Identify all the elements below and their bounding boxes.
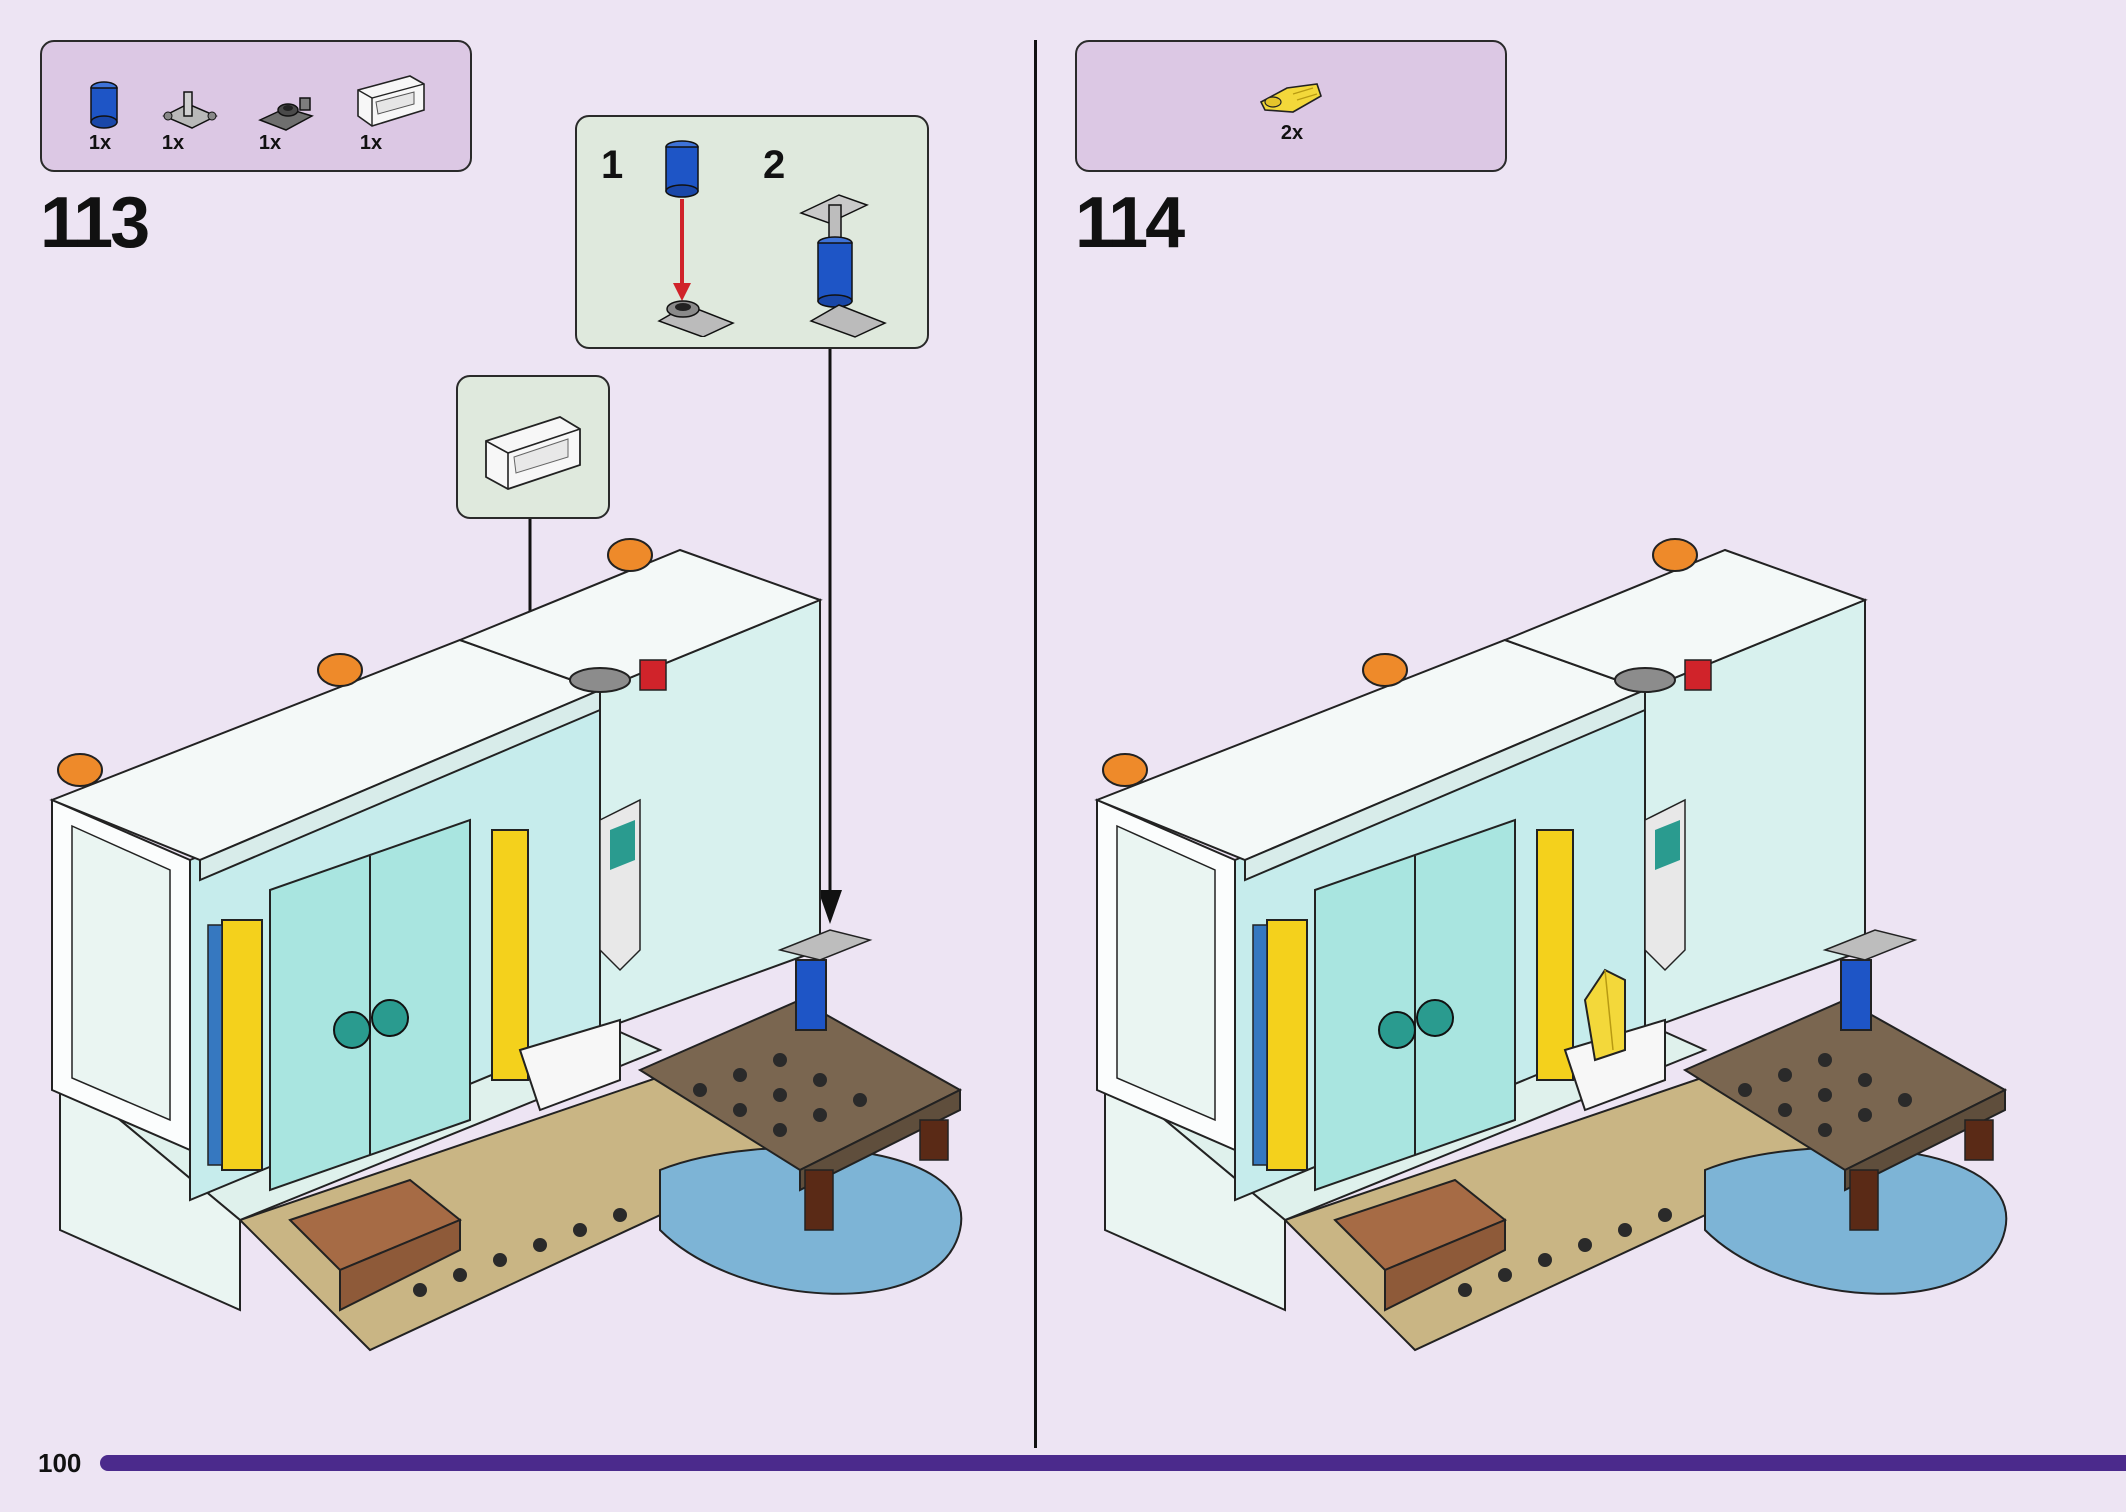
step-number-114: 114: [1075, 183, 1185, 263]
bracket-callout: [456, 375, 610, 519]
part-qty-3: 1x: [258, 132, 282, 154]
gray-bar-connector-icon: [162, 91, 218, 129]
page-progress-bar: [100, 1455, 2126, 1471]
part-qty-1: 1x: [88, 132, 112, 154]
substep-2-assembly-icon: [799, 194, 887, 338]
white-bracket-icon: [357, 75, 425, 127]
yellow-crystal-icon: [1259, 83, 1322, 113]
step-114-model: [1094, 538, 2008, 1352]
substep-1-assembly-icon: [657, 140, 735, 337]
parts-list-114: 2x: [1075, 40, 1507, 172]
white-bracket-callout-icon: [485, 416, 581, 490]
blue-round-brick-icon: [90, 81, 118, 129]
step-number-113: 113: [40, 183, 150, 263]
part-qty-4: 1x: [359, 132, 383, 154]
parts-list-113: 1x 1x 1x 1x: [40, 40, 472, 172]
subassembly-callout: 1 2: [575, 115, 929, 349]
step-113-model: [49, 538, 963, 1352]
part-qty-yellow-crystal: 2x: [1280, 122, 1304, 144]
step-divider: [1034, 40, 1037, 1448]
page-number: 100: [38, 1448, 82, 1478]
substep-2-label: 2: [763, 143, 786, 187]
dark-clip-plate-icon: [258, 97, 314, 131]
substep-1-label: 1: [601, 143, 624, 187]
part-qty-2: 1x: [161, 132, 185, 154]
